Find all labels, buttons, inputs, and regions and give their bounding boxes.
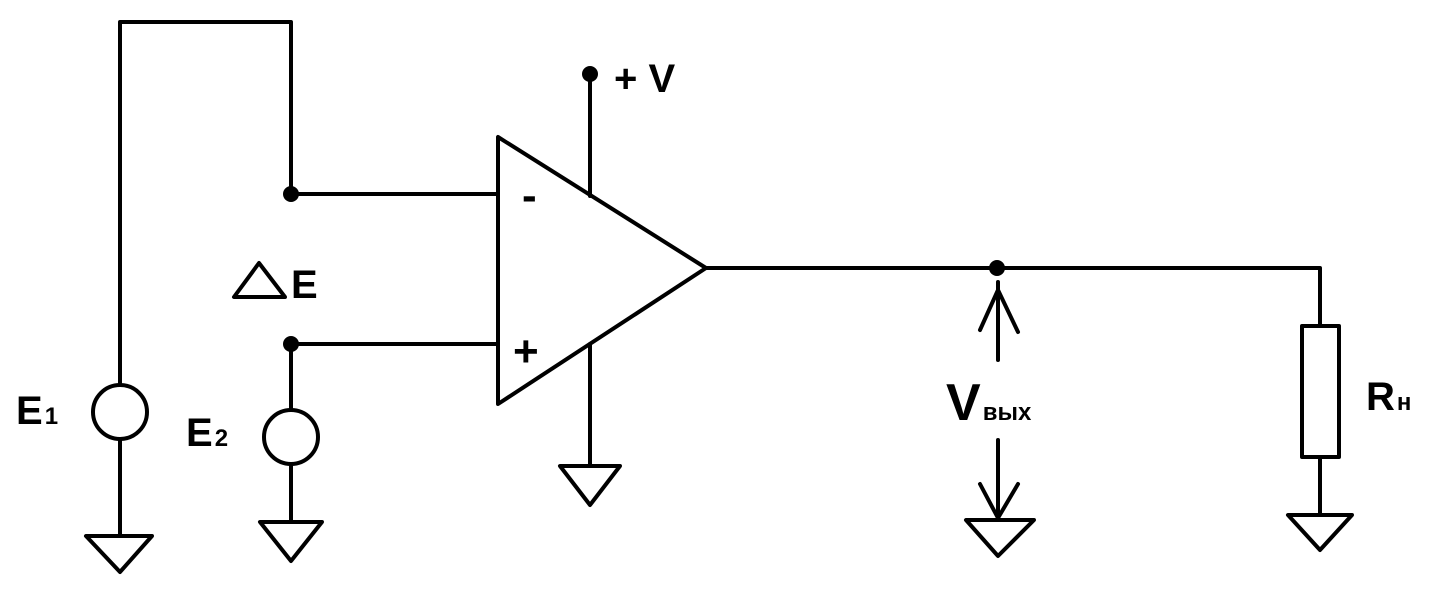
label-e2: E2	[186, 411, 228, 455]
label-supply-voltage: + V	[614, 57, 675, 101]
voltage-source-e1	[91, 383, 149, 441]
ground-icon-e2	[258, 520, 324, 563]
label-inverting-sign: -	[522, 171, 537, 220]
voltage-source-e2	[262, 408, 320, 466]
label-vout: Vвых	[946, 374, 1032, 432]
ground-icon-vout	[964, 518, 1036, 558]
wire-e1-to-inverting-node	[118, 20, 293, 387]
label-noninverting-sign: +	[513, 327, 539, 376]
supply-terminal	[582, 66, 598, 82]
label-e2-main: E	[186, 411, 213, 455]
wire-output	[704, 266, 1322, 328]
ground-icon-resistor	[1286, 513, 1354, 552]
vout-arrow-up-head-icon	[978, 288, 1020, 334]
label-delta-e: E	[291, 263, 318, 307]
op-amp-symbol	[496, 135, 708, 406]
junction-output	[989, 260, 1005, 276]
ground-icon-opamp	[558, 464, 622, 507]
label-e2-subscript: 2	[215, 425, 228, 452]
junction-inverting	[283, 186, 299, 202]
ground-icon-e1	[84, 534, 154, 574]
label-vout-main: V	[946, 374, 981, 432]
delta-icon	[232, 261, 287, 299]
label-e1-main: E	[16, 389, 43, 433]
label-e1-subscript: 1	[45, 403, 58, 430]
label-rload: Rн	[1366, 375, 1411, 419]
load-resistor	[1300, 324, 1341, 459]
label-rload-subscript: н	[1397, 389, 1412, 416]
label-e1: E1	[16, 389, 58, 433]
label-vout-subscript: вых	[983, 399, 1032, 426]
label-rload-main: R	[1366, 375, 1395, 419]
